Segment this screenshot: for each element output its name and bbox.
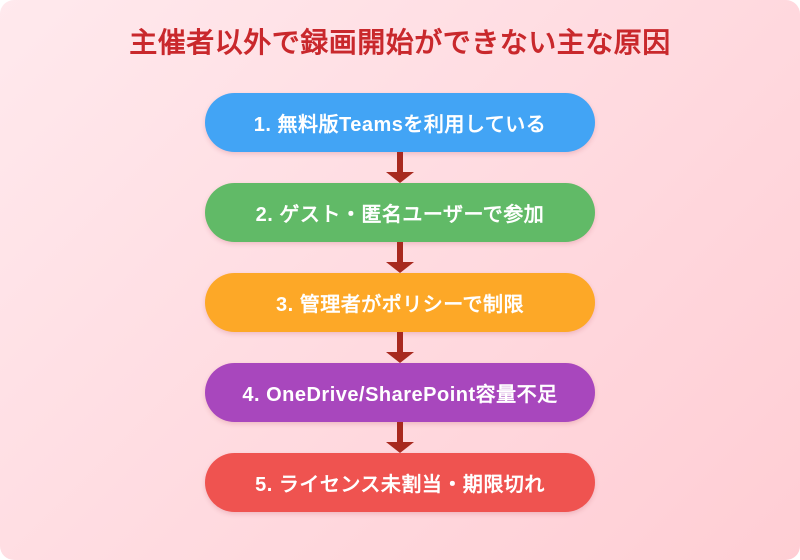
down-arrow-icon [386, 242, 414, 273]
down-arrow-icon [386, 332, 414, 363]
down-arrow-head [386, 352, 414, 363]
down-arrow-icon [386, 422, 414, 453]
down-arrow-stem [397, 332, 403, 352]
flowchart: 1. 無料版Teamsを利用している 2. ゲスト・匿名ユーザーで参加 3. 管… [205, 93, 595, 512]
down-arrow-stem [397, 152, 403, 172]
flow-step-3: 3. 管理者がポリシーで制限 [205, 273, 595, 332]
page-title: 主催者以外で録画開始ができない主な原因 [129, 27, 671, 58]
down-arrow-head [386, 172, 414, 183]
flow-step-1: 1. 無料版Teamsを利用している [205, 93, 595, 152]
flow-step-2: 2. ゲスト・匿名ユーザーで参加 [205, 183, 595, 242]
down-arrow-icon [386, 152, 414, 183]
down-arrow-head [386, 262, 414, 273]
flow-step-4: 4. OneDrive/SharePoint容量不足 [205, 363, 595, 422]
flow-step-5: 5. ライセンス未割当・期限切れ [205, 453, 595, 512]
down-arrow-stem [397, 422, 403, 442]
down-arrow-head [386, 442, 414, 453]
down-arrow-stem [397, 242, 403, 262]
